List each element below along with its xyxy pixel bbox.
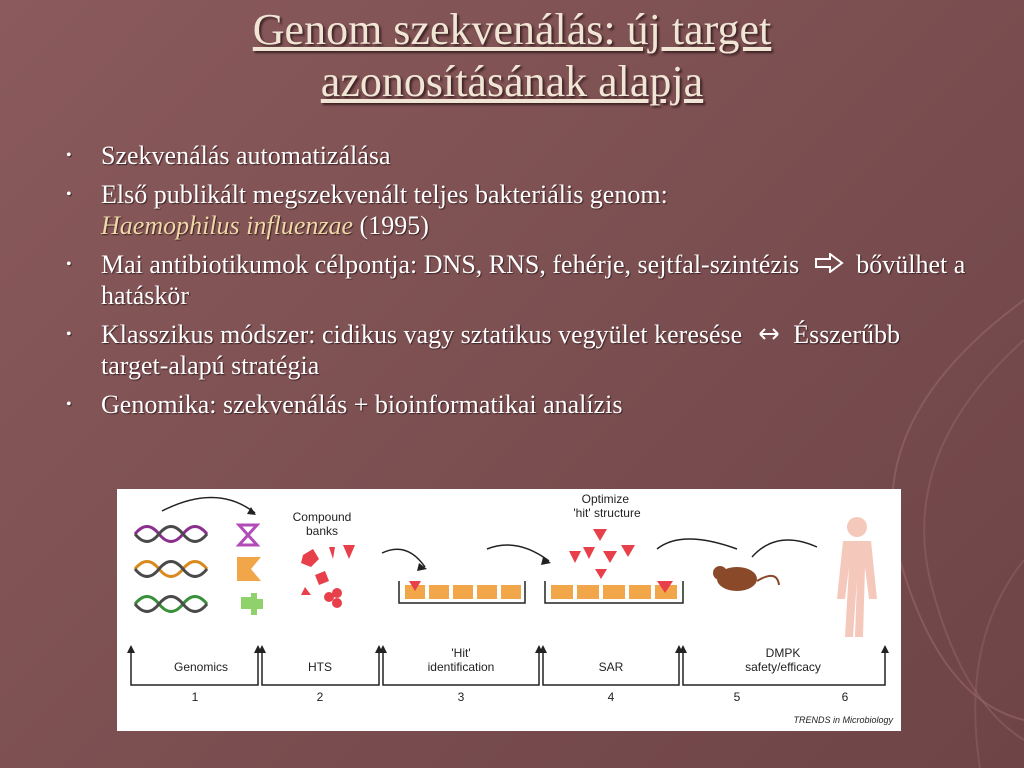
stage-number: 4 (608, 690, 615, 704)
bullet-item: • Mai antibiotikumok célpontja: DNS, RNS… (66, 249, 966, 311)
stage-label: DMPK (766, 646, 801, 660)
bullet-text: Szekvenálás automatizálása (101, 141, 391, 170)
stage-number: 5 (734, 690, 741, 704)
compound-pieces-icon (301, 545, 355, 608)
hollow-right-arrow-icon (814, 249, 844, 280)
title-line-1: Genom szekvenálás: új target (252, 5, 772, 54)
bullet-dot-icon: • (66, 396, 72, 413)
left-right-arrow-icon (757, 319, 781, 350)
figure-credit: TRENDS in Microbiology (793, 715, 893, 725)
species-name: Haemophilus influenzae (101, 211, 354, 240)
human-figure-icon (837, 517, 877, 637)
stage-label: SAR (599, 660, 624, 674)
bullet-text-after: Ésszerűbb target-alapú stratégia (101, 320, 901, 380)
stage-label: identification (428, 660, 495, 674)
hourglass-icon (235, 523, 261, 547)
bullet-text: Mai antibiotikumok célpontja: DNS, RNS, … (101, 250, 800, 279)
bullet-dot-icon: • (66, 147, 72, 164)
bullet-text: Első publikált megszekvenált teljes bakt… (101, 180, 668, 209)
stage-label: safety/efficacy (745, 660, 821, 674)
title-line-2: azonosításának alapja (320, 57, 704, 106)
mouse-icon (713, 566, 780, 591)
bullet-item: • Szekvenálás automatizálása (66, 140, 966, 171)
bullet-text: Genomika: szekvenálás + bioinformatikai … (101, 390, 623, 419)
stage-label: 'Hit' (451, 646, 470, 660)
bullet-item: • Első publikált megszekvenált teljes ba… (66, 179, 966, 241)
stage-number: 2 (317, 690, 324, 704)
dna-helix-icon (133, 525, 209, 613)
bullet-item: • Klasszikus módszer: cidikus vagy sztat… (66, 319, 966, 381)
bullet-text: Klasszikus módszer: cidikus vagy sztatik… (101, 320, 743, 349)
stage-label: Genomics (174, 660, 228, 674)
stage-number: 1 (192, 690, 199, 704)
stage-label: HTS (308, 660, 332, 674)
cross-shape-icon (241, 593, 263, 615)
bullet-text-after: bővülhet a hatáskör (101, 250, 966, 310)
well-plate-icon (398, 581, 526, 604)
bullet-item: • Genomika: szekvenálás + bioinformatika… (66, 389, 966, 420)
optimize-label: Optimize 'hit' structure (573, 492, 641, 520)
bullet-list: • Szekvenálás automatizálása • Első publ… (66, 140, 966, 428)
flag-shape-icon (237, 557, 261, 581)
bullet-year: (1995) (359, 211, 429, 240)
page-title: Genom szekvenálás: új target azonosításá… (0, 4, 1024, 108)
bullet-dot-icon: • (66, 326, 72, 343)
well-plate-icon (544, 581, 684, 604)
stage-number: 6 (842, 690, 849, 704)
stage-number: 3 (458, 690, 465, 704)
optimized-compounds-icon (569, 529, 635, 579)
bullet-dot-icon: • (66, 186, 72, 203)
bullet-dot-icon: • (66, 256, 72, 273)
